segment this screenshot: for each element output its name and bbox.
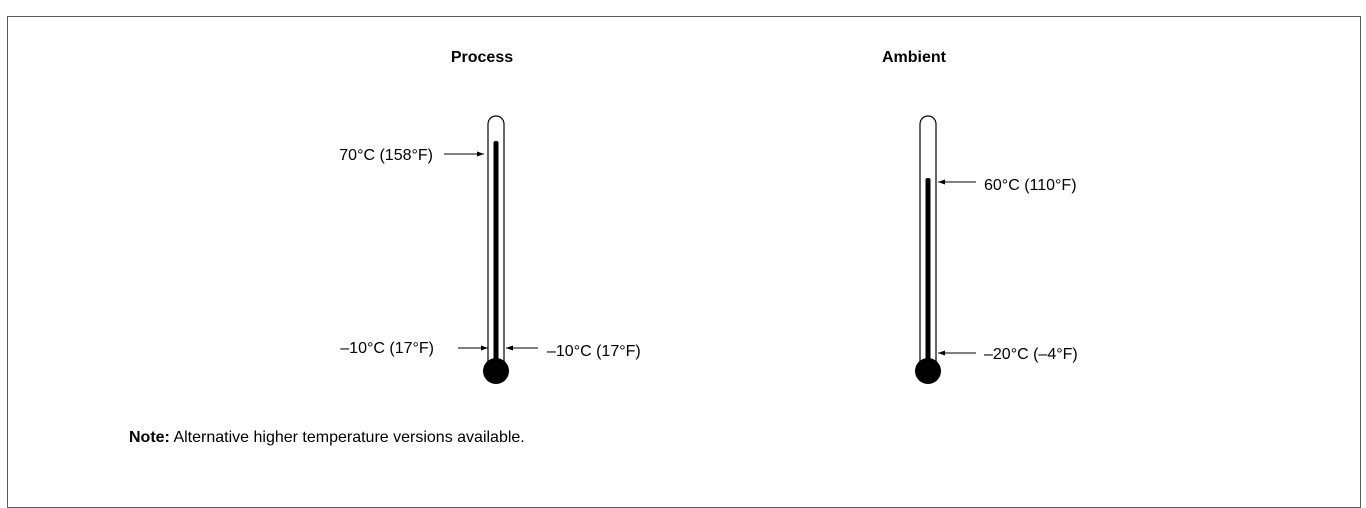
ambient-lower-label: –20°C (–4°F) bbox=[984, 346, 1078, 363]
ambient-tube bbox=[919, 115, 937, 366]
process-lower-left-label: –10°C (17°F) bbox=[340, 340, 434, 357]
process-mercury-column bbox=[493, 141, 499, 369]
process-thermometer: Process 70°C (158°F) –10°C (17°F) –10°C … bbox=[339, 49, 641, 384]
process-upper-label: 70°C (158°F) bbox=[339, 147, 433, 164]
process-lower-right-label: –10°C (17°F) bbox=[547, 343, 641, 360]
ambient-mercury-column bbox=[925, 178, 931, 369]
ambient-title: Ambient bbox=[882, 49, 947, 66]
process-bulb bbox=[483, 358, 509, 384]
note-prefix: Note: bbox=[129, 429, 170, 446]
process-tube bbox=[487, 115, 505, 366]
ambient-bulb bbox=[915, 358, 941, 384]
note-text: Note: Alternative higher temperature ver… bbox=[129, 429, 525, 446]
ambient-upper-label: 60°C (110°F) bbox=[984, 177, 1077, 194]
process-title: Process bbox=[451, 49, 513, 66]
note-body: Alternative higher temperature versions … bbox=[170, 429, 525, 446]
diagram-frame bbox=[7, 16, 1361, 508]
ambient-thermometer: Ambient 60°C (110°F) –20°C (–4°F) bbox=[882, 49, 1078, 384]
